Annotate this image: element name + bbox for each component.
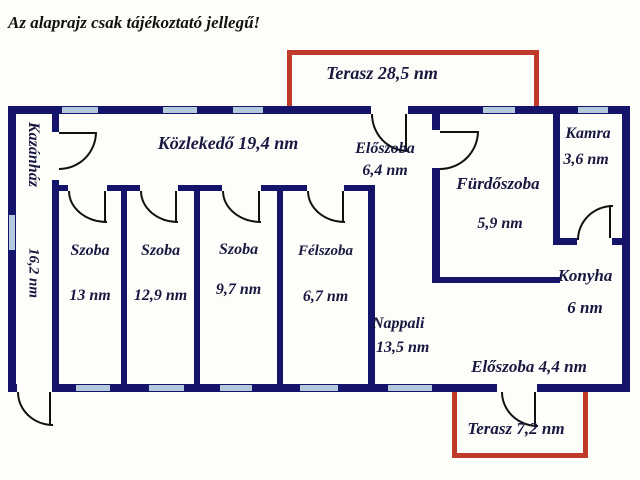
felszoba-area-label: 6,7 nm: [302, 288, 349, 305]
wall-room-row-top: [52, 185, 375, 191]
outer-wall-right: [622, 106, 630, 392]
window-top-2: [163, 107, 197, 113]
szoba2-door-panel: [175, 191, 177, 221]
wall-eloszoba-furdoszoba: [432, 114, 440, 283]
szoba2-door-arc: [140, 191, 178, 223]
window-bottom-1: [76, 385, 110, 391]
opening-kamra-door: [577, 238, 612, 245]
szoba3-area-label: 9,7 nm: [215, 281, 262, 298]
terrace-bottom-label: Terasz 7,2 nm: [467, 419, 565, 438]
opening-felszoba-door: [307, 185, 344, 191]
opening-terrace-bottom-door: [497, 384, 537, 392]
eloszoba-also-label: Előszoba 4,4 nm: [471, 357, 587, 376]
eloszoba-felso-area-label: 6,4 nm: [362, 162, 408, 179]
furdoszoba-area-label: 5,9 nm: [477, 215, 523, 232]
window-top-4: [483, 107, 515, 113]
kazanhaz-outside-door-panel: [49, 392, 51, 424]
kazanhaz-name-label: Kazánház: [24, 122, 42, 187]
terrace-top-door-panel: [405, 114, 407, 150]
opening-kazanhaz-kozlekedo-door: [52, 132, 59, 180]
kamra-name-label: Kamra: [565, 125, 611, 142]
nappali-name-label: Nappali: [372, 315, 425, 332]
wall-partition-1: [121, 185, 127, 384]
felszoba-door-arc: [307, 191, 345, 223]
furdoszoba-name-label: Fürdőszoba: [456, 174, 540, 193]
konyha-area-label: 6 nm: [567, 298, 603, 317]
kazanhaz-area-label: 16,2 nm: [25, 248, 42, 299]
window-nappali: [388, 385, 432, 391]
szoba2-area-label: 12,9 nm: [133, 287, 188, 304]
window-kamra: [578, 107, 608, 113]
szoba1-area-label: 13 nm: [69, 287, 111, 304]
kazanhaz-door-arc: [59, 132, 97, 170]
felszoba-name-label: Félszoba: [297, 243, 353, 259]
opening-kazanhaz-bottom-door: [17, 384, 52, 392]
terrace-bottom-door-panel: [534, 392, 536, 425]
kamra-door-panel: [609, 205, 611, 238]
wall-furdoszoba-bottom: [432, 277, 560, 283]
kamra-door-arc: [577, 205, 613, 240]
window-bottom-2: [149, 385, 184, 391]
opening-szoba3-door: [222, 185, 261, 191]
szoba1-door-arc: [68, 191, 107, 223]
kozlekedo-label: Közlekedő 19,4 nm: [157, 133, 299, 153]
terrace-top-label: Terasz 28,5 nm: [326, 63, 438, 83]
szoba3-door-panel: [258, 191, 260, 221]
wall-partition-3: [277, 185, 283, 384]
eloszoba-felso-name-label: Előszoba: [355, 140, 415, 157]
window-top-3: [233, 107, 263, 113]
szoba2-name-label: Szoba: [140, 242, 181, 259]
kazanhaz-outside-door-arc: [17, 392, 53, 426]
disclaimer-text: Az alaprajz csak tájékoztató jellegű!: [8, 13, 261, 32]
wall-kazanhaz: [52, 114, 59, 384]
nappali-area-label: 13,5 nm: [376, 339, 430, 356]
kazanhaz-door-panel: [59, 132, 95, 134]
opening-szoba1-door: [68, 185, 107, 191]
felszoba-door-panel: [342, 191, 344, 221]
window-left: [9, 215, 15, 250]
szoba1-name-label: Szoba: [70, 242, 110, 259]
wall-partition-4: [368, 185, 375, 384]
opening-terrace-top-door: [371, 106, 408, 114]
szoba3-door-arc: [222, 191, 261, 223]
szoba1-door-panel: [104, 191, 106, 221]
furdoszoba-door-panel: [440, 131, 477, 133]
szoba3-name-label: Szoba: [218, 241, 259, 258]
kamra-area-label: 3,6 nm: [563, 151, 609, 168]
wall-partition-2: [194, 185, 200, 384]
window-top-1: [62, 107, 98, 113]
outer-wall-top: [8, 106, 630, 114]
opening-furdoszoba-door: [432, 130, 440, 168]
furdoszoba-door-arc: [440, 131, 479, 170]
wall-furdoszoba-kamra: [553, 114, 560, 245]
window-bottom-4: [300, 385, 338, 391]
opening-szoba2-door: [140, 185, 178, 191]
window-bottom-3: [220, 385, 252, 391]
konyha-name-label: Konyha: [557, 266, 613, 285]
